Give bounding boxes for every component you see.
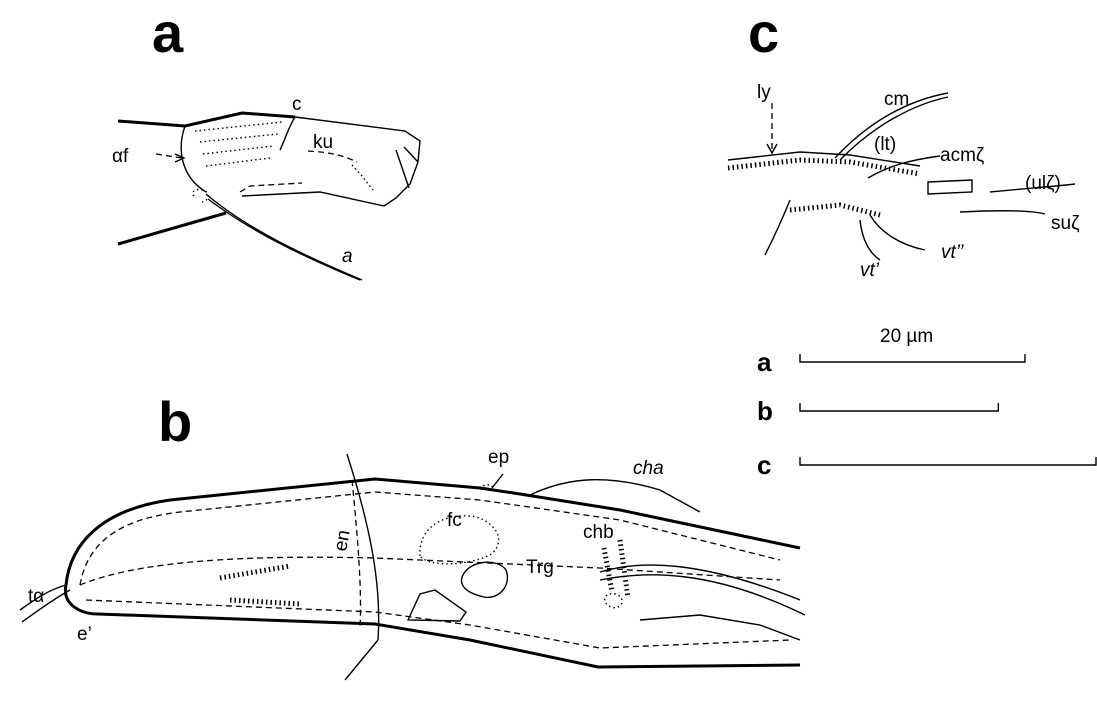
label-ly: ly xyxy=(757,82,771,103)
body-outline-bottom xyxy=(65,585,800,667)
base-curve xyxy=(765,200,790,255)
seta-vt2 xyxy=(870,215,925,250)
panel-a: a c αf ku a xyxy=(112,1,420,280)
label-cm: cm xyxy=(884,89,909,110)
seta-acm xyxy=(928,180,972,194)
panel-c-letter: c xyxy=(748,1,779,64)
scale-bar-c xyxy=(800,457,1096,465)
hatched-bands xyxy=(220,566,300,604)
scale-bars: 20 µm abc xyxy=(757,326,1096,480)
panel-b-letter: b xyxy=(158,390,192,453)
label-ul: (ulζ) xyxy=(1025,173,1061,194)
label-vt2: vt’’ xyxy=(941,242,964,263)
scale-bar-letter-c: c xyxy=(757,450,771,480)
en-suture xyxy=(345,454,379,680)
label-e-prime: e’ xyxy=(77,624,92,645)
label-fc: fc xyxy=(447,510,462,531)
basal-plate xyxy=(408,590,466,621)
seta-a xyxy=(206,194,362,280)
inner-top-dashed xyxy=(80,492,780,585)
panel-b: b ep cha en fc chb xyxy=(20,390,805,680)
digit-outline xyxy=(242,117,420,206)
inner-bottom-dashed xyxy=(86,600,790,648)
cheliceral-edge xyxy=(118,113,295,126)
label-trg: Trg xyxy=(526,557,554,578)
label-su: suζ xyxy=(1051,213,1080,234)
scale-value-label: 20 µm xyxy=(880,326,933,347)
label-vt1: vt’ xyxy=(860,260,880,281)
label-lt: (lt) xyxy=(874,134,896,155)
label-ku: ku xyxy=(313,132,333,153)
ventral-hatched-edge xyxy=(790,205,880,215)
cha-seta xyxy=(530,480,700,512)
label-acm: acmζ xyxy=(940,145,985,166)
label-ta: tα xyxy=(28,586,44,607)
lower-edge xyxy=(118,213,226,244)
trg-line xyxy=(80,557,780,585)
seta-su xyxy=(960,211,1045,214)
seta-vt1 xyxy=(860,220,880,260)
panel-c-drawing xyxy=(728,93,1075,260)
body-outline-top xyxy=(66,479,800,585)
digit-tip xyxy=(396,147,418,188)
scale-bar-a xyxy=(800,354,1025,362)
panel-b-drawing xyxy=(20,454,805,680)
label-cha: cha xyxy=(633,458,664,479)
label-a: a xyxy=(342,246,353,267)
chb-dot xyxy=(605,594,622,608)
ep-pointer xyxy=(492,474,503,488)
panel-c: c ly cm (lt) acmζ (ulζ) suζ vt’ vt’’ xyxy=(728,1,1080,281)
digit-fixed-inner xyxy=(600,575,805,615)
c-line xyxy=(280,117,295,150)
en-dashed xyxy=(352,480,361,628)
inner-sclerite xyxy=(462,562,508,597)
scale-bar-letter-a: a xyxy=(757,347,772,377)
scale-bar-b xyxy=(800,403,998,411)
stippled-area xyxy=(195,122,282,166)
label-c: c xyxy=(292,94,302,115)
label-af: αf xyxy=(112,146,129,167)
label-chb: chb xyxy=(583,522,614,543)
base-outline xyxy=(181,126,206,192)
panel-a-letter: a xyxy=(152,1,184,64)
digit-movable xyxy=(640,615,800,640)
scale-bar-letter-b: b xyxy=(757,396,773,426)
seta-a-inner xyxy=(208,199,360,280)
inner-dashed xyxy=(240,183,302,192)
dot-row xyxy=(352,165,373,190)
label-en: en xyxy=(330,528,354,552)
label-ep: ep xyxy=(488,447,509,468)
panel-a-drawing xyxy=(118,113,420,280)
